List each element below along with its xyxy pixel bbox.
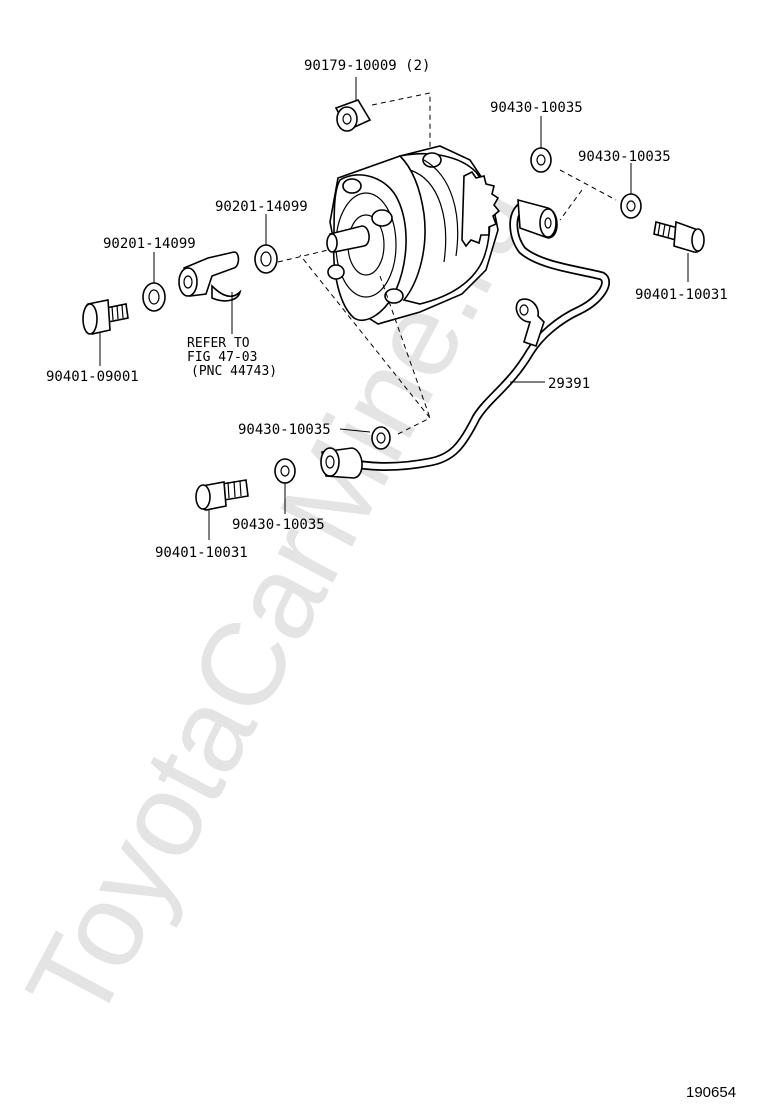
label-gasket-lower-mid: 90430-10035: [238, 422, 331, 438]
union-bolt-right: [653, 220, 705, 253]
union-bolt-lower: [195, 479, 249, 511]
label-bolt-right: 90401-10031: [635, 287, 728, 303]
vacuum-pipe: [320, 198, 611, 479]
hose-connector: [178, 251, 242, 302]
gasket-lower: [274, 458, 296, 484]
reference-line-2: FIG 47-03: [187, 350, 257, 365]
gasket-lower-mid: [371, 426, 391, 450]
label-gasket-a: 90430-10035: [490, 100, 583, 116]
label-pipe: 29391: [548, 376, 590, 392]
gasket-top-right-b: [620, 193, 642, 219]
clip-part: [334, 99, 372, 132]
reference-line-1: REFER TO: [187, 336, 250, 351]
label-clip: 90179-10009 (2): [304, 58, 430, 74]
label-oring-upper: 90201-14099: [215, 199, 308, 215]
union-bolt-left: [82, 299, 129, 335]
watermark: ToyotaCarMine.ru: [1, 158, 555, 1042]
label-oring-left: 90201-14099: [103, 236, 196, 252]
label-gasket-b: 90430-10035: [578, 149, 671, 165]
vacuum-pump: [326, 145, 501, 325]
gasket-top-right-a: [530, 147, 552, 173]
oring-left: [142, 282, 166, 312]
label-bolt-lower: 90401-10031: [155, 545, 248, 561]
reference-line-3: (PNC 44743): [191, 364, 277, 379]
figure-number: 190654: [686, 1084, 736, 1101]
label-gasket-lower: 90430-10035: [232, 517, 325, 533]
label-bolt-left: 90401-09001: [46, 369, 139, 385]
oring-upper: [254, 244, 278, 274]
